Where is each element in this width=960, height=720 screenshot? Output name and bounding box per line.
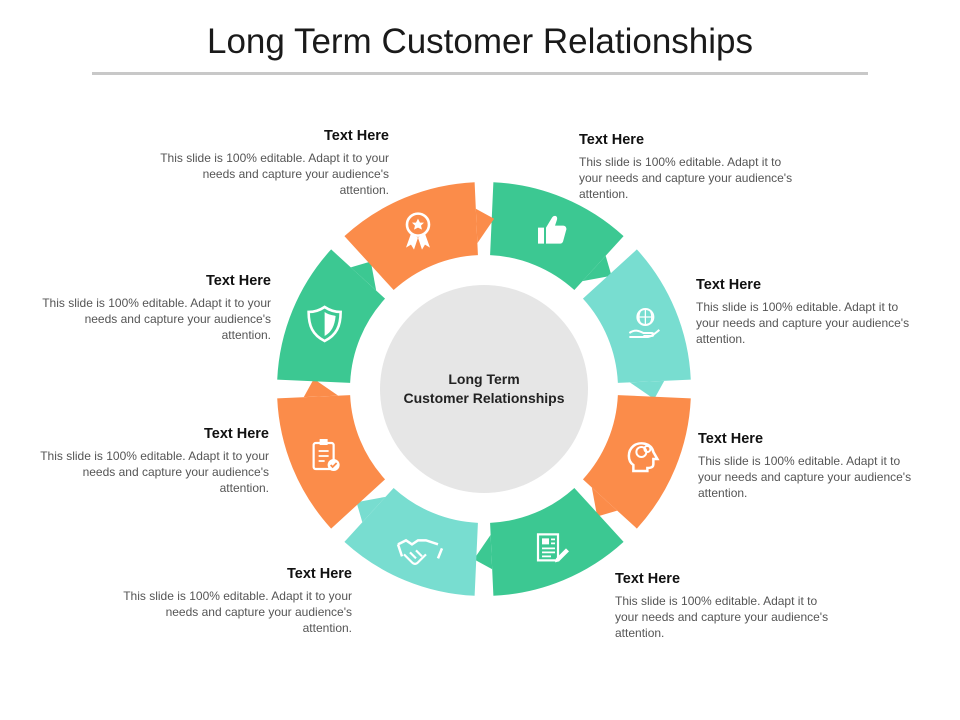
segment-body: This slide is 100% editable. Adapt it to… xyxy=(42,296,271,342)
ring-segment-arrow-6 xyxy=(303,378,339,398)
center-label-line1: Long Term xyxy=(448,371,520,387)
title-divider xyxy=(92,72,868,75)
segment-body: This slide is 100% editable. Adapt it to… xyxy=(579,155,793,201)
segment-text-3: Text Here This slide is 100% editable. A… xyxy=(698,431,928,501)
segment-heading: Text Here xyxy=(696,277,762,293)
segment-text-6: Text Here This slide is 100% editable. A… xyxy=(39,426,269,496)
segment-text-5: Text Here This slide is 100% editable. A… xyxy=(122,566,352,636)
segment-text-4: Text Here This slide is 100% editable. A… xyxy=(615,571,845,641)
ring-segment-arrow-4 xyxy=(473,534,493,570)
center-label: Long Term Customer Relationships xyxy=(384,370,584,408)
segment-heading: Text Here xyxy=(323,128,389,144)
clipboard-check-icon xyxy=(312,439,340,472)
segment-heading: Text Here xyxy=(579,132,645,148)
newspaper-icon xyxy=(536,533,570,563)
segment-body: This slide is 100% editable. Adapt it to… xyxy=(698,454,912,500)
shield-icon xyxy=(307,305,342,343)
segment-body: This slide is 100% editable. Adapt it to… xyxy=(696,300,910,346)
segment-text-7: Text Here This slide is 100% editable. A… xyxy=(41,273,271,343)
ring-segment-arrow-8 xyxy=(475,208,495,244)
globe-in-hand-icon xyxy=(628,307,660,338)
head-brain-icon xyxy=(627,442,660,473)
segment-heading: Text Here xyxy=(205,273,271,289)
award-ribbon-icon xyxy=(405,212,431,250)
ring-segment-arrow-2 xyxy=(629,380,665,400)
segment-text-1: Text Here This slide is 100% editable. A… xyxy=(579,132,809,202)
segment-body: This slide is 100% editable. Adapt it to… xyxy=(160,151,389,197)
segment-text-2: Text Here This slide is 100% editable. A… xyxy=(696,277,926,347)
segment-heading: Text Here xyxy=(203,426,269,442)
ring-segment-3 xyxy=(582,395,691,529)
handshake-icon xyxy=(396,538,444,565)
center-circle xyxy=(380,285,588,493)
segment-heading: Text Here xyxy=(286,566,352,582)
segment-text-8: Text Here This slide is 100% editable. A… xyxy=(159,128,389,198)
thumbs-up-icon xyxy=(538,215,567,244)
ring-segment-arrow-7 xyxy=(350,261,377,291)
ring-segment-5 xyxy=(344,487,478,596)
icons-layer xyxy=(307,212,660,565)
segment-heading: Text Here xyxy=(698,431,764,447)
ring-segment-arrow-3 xyxy=(591,487,618,517)
slide-title: Long Term Customer Relationships xyxy=(206,22,753,61)
segment-body: This slide is 100% editable. Adapt it to… xyxy=(40,449,269,495)
ring-segment-arrow-5 xyxy=(356,496,386,523)
ring-segment-4 xyxy=(490,487,624,596)
ring-segment-arrow-1 xyxy=(582,255,612,282)
segment-heading: Text Here xyxy=(615,571,681,587)
segment-body: This slide is 100% editable. Adapt it to… xyxy=(615,594,829,640)
center-label-line2: Customer Relationships xyxy=(403,390,565,406)
segment-body: This slide is 100% editable. Adapt it to… xyxy=(123,589,352,635)
